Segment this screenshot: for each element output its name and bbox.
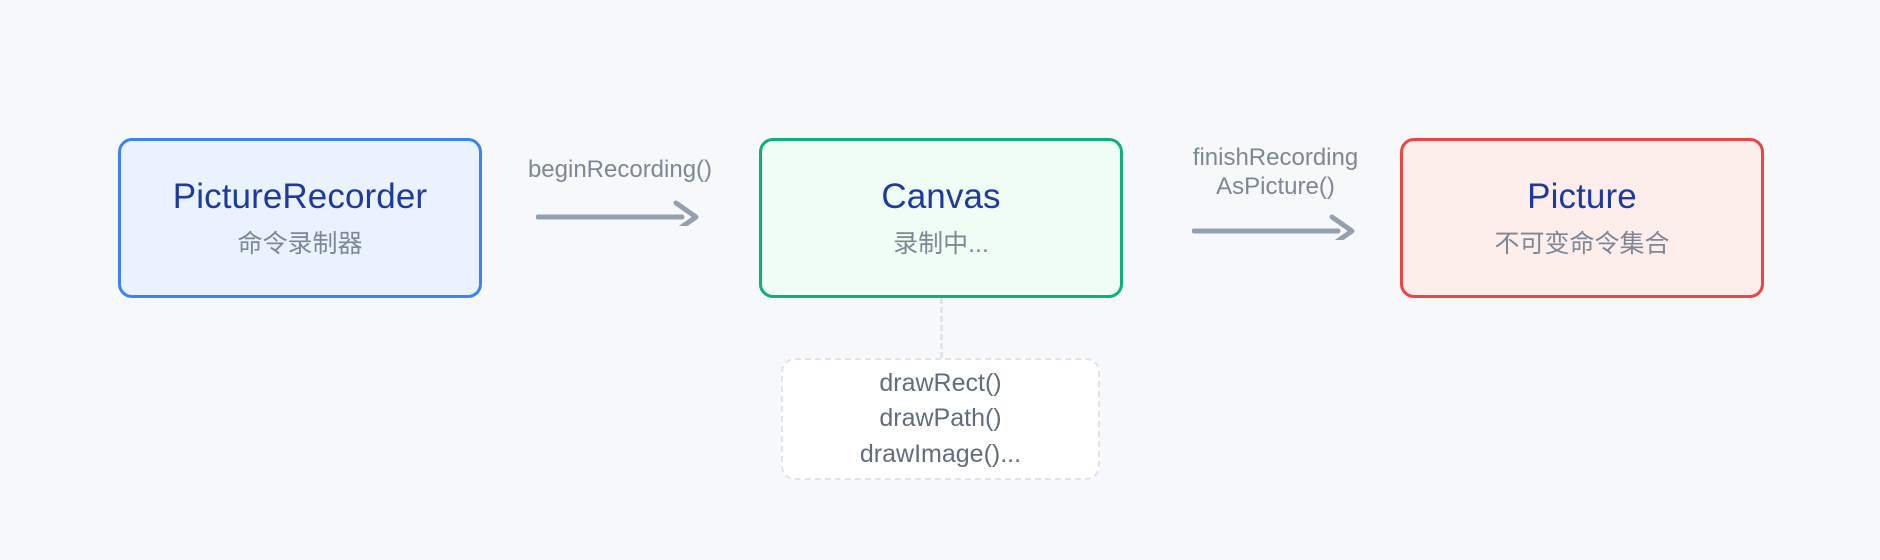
operation-item: drawImage()... [859, 439, 1022, 468]
arrow-right-icon [1191, 214, 1354, 240]
arrow-right-icon [536, 200, 699, 227]
operation-item: drawPath() [879, 404, 1002, 433]
node-canvas[interactable]: Canvas 录制中... [759, 138, 1123, 298]
dashed-connector-line [940, 298, 943, 358]
edge-finish-recording-as-picture: finishRecording AsPicture() [1168, 143, 1383, 240]
node-canvas-subtitle: 录制中... [893, 230, 989, 259]
operation-item: drawRect() [879, 368, 1002, 397]
node-picture-title: Picture [1527, 177, 1637, 216]
edge-begin-recording: beginRecording() [510, 155, 730, 227]
canvas-operations-box: drawRect() drawPath() drawImage()... [781, 358, 1100, 480]
node-picture-recorder-subtitle: 命令录制器 [237, 230, 363, 259]
edge-finish-recording-label-line1: finishRecording [1192, 144, 1359, 171]
edge-finish-recording-label-line2: AsPicture() [1216, 173, 1335, 201]
edge-begin-recording-label: beginRecording() [527, 156, 713, 183]
node-picture[interactable]: Picture 不可变命令集合 [1400, 138, 1764, 298]
node-picture-subtitle: 不可变命令集合 [1494, 230, 1670, 259]
node-picture-recorder-title: PictureRecorder [172, 177, 428, 216]
node-picture-recorder[interactable]: PictureRecorder 命令录制器 [118, 138, 482, 298]
node-canvas-title: Canvas [881, 177, 1001, 216]
